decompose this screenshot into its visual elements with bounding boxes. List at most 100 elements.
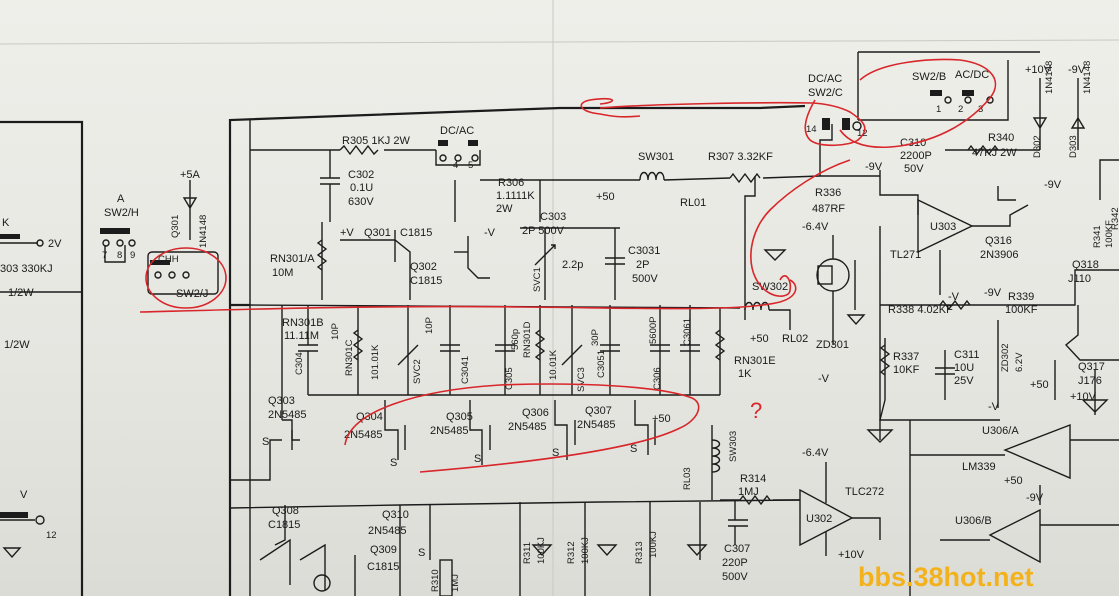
label-q310v: 2N5485 [368, 525, 407, 537]
label-tlc272: TLC272 [845, 486, 884, 498]
component-labels: DC/AC SW2/C SW2/B AC/DC +10V -9V 1 2 3 1… [0, 61, 1119, 592]
label-m64v-a: -6.4V [802, 221, 829, 233]
label-rl01: RL01 [680, 197, 706, 209]
label-sw2c: SW2/C [808, 87, 843, 99]
label-m9v-d: -9V [1026, 492, 1044, 504]
label-r307: R307 3.32KF [708, 151, 773, 163]
label-c305: C305 [504, 367, 515, 390]
label-sw2b: SW2/B [912, 71, 946, 83]
label-q304v: 2N5485 [344, 429, 383, 441]
label-m9v-c: -9V [984, 287, 1002, 299]
label-q303: Q303 [268, 395, 295, 407]
label-q306v: 2N5485 [508, 421, 547, 433]
label-rl02: RL02 [782, 333, 808, 345]
label-c3061: C3061 [682, 318, 693, 346]
label-sw302: SW302 [752, 281, 788, 293]
label-p50c: +50 [652, 413, 671, 425]
label-u306b: U306/B [955, 515, 992, 527]
label-r336: R336 [815, 187, 841, 199]
label-plus5a: +5A [180, 169, 201, 181]
label-r336v: 487RF [812, 203, 845, 215]
label-rn301ev: 1K [738, 368, 752, 380]
label-r310: R310 [430, 569, 441, 592]
label-d2: 1N4148 [1082, 61, 1093, 94]
label-r314: R314 [740, 473, 766, 485]
label-p50d: +50 [1004, 475, 1023, 487]
label-r339: R339 [1008, 291, 1034, 303]
label-u302: U302 [806, 513, 832, 525]
label-d303: D303 [1068, 135, 1079, 158]
red-annotations: ? [139, 58, 997, 473]
label-j110: J110 [1068, 273, 1091, 285]
label-m9v-small: -V [988, 401, 1000, 413]
label-c307w: 500V [722, 571, 748, 583]
label-sw303: SW303 [728, 431, 739, 462]
label-r340v: 47KJ 2W [972, 147, 1017, 159]
label-q303v: 2N5485 [268, 409, 307, 421]
label-tl271: TL271 [890, 249, 921, 261]
label-c311: C311 [954, 349, 979, 361]
label-s4: S [552, 447, 559, 459]
label-zd302: ZD302 [1000, 343, 1011, 372]
label-rn301a: RN301/A [270, 253, 315, 265]
label-q308v: C1815 [268, 519, 300, 531]
label-c30p: 30P [590, 329, 601, 346]
label-r340: R340 [988, 132, 1014, 144]
label-mv-b: -V [818, 373, 830, 385]
label-p50b: +50 [750, 333, 769, 345]
label-dcac-mid: DC/AC [440, 125, 474, 137]
label-m9v-a: -9V [865, 161, 883, 173]
label-rl03: RL03 [682, 467, 693, 490]
label-c311w: 25V [954, 375, 974, 387]
label-q318: Q318 [1072, 259, 1099, 271]
label-half-w: 1/2W [8, 287, 34, 299]
label-q302: Q302 [410, 261, 437, 273]
label-v-bot: V [20, 489, 28, 501]
label-r341v: 100KF [1104, 220, 1115, 248]
label-m64v-b: -6.4V [802, 447, 829, 459]
ground-symbols [2, 249, 1109, 559]
label-r342: R342 [1110, 207, 1119, 230]
label-zd301: ZD301 [816, 339, 849, 351]
label-m9v-b: -9V [1044, 179, 1062, 191]
label-s6: S [418, 547, 425, 559]
label-n3: 3 [978, 104, 983, 115]
label-s5: S [630, 443, 637, 455]
label-c3031v: 2P [636, 259, 649, 271]
label-q306: Q306 [522, 407, 549, 419]
label-svc2: SVC2 [412, 359, 423, 384]
label-rn301d: RN301D [522, 321, 533, 358]
label-m9v-top: -9V [1068, 64, 1086, 76]
label-u306a: U306/A [982, 425, 1019, 437]
label-u303: U303 [930, 221, 956, 233]
label-c302: C302 [348, 169, 374, 181]
label-c3031w: 500V [632, 273, 658, 285]
label-c3041: C3041 [460, 356, 471, 384]
label-acdc: AC/DC [955, 69, 989, 81]
label-sw2j: SW2/J [176, 288, 208, 300]
label-r337: R337 [893, 351, 919, 363]
label-q309v: C1815 [367, 561, 399, 573]
label-r305: R305 1KJ 2W [342, 135, 410, 147]
label-pv: +V [340, 227, 354, 239]
label-rn301cv: 101.01K [370, 344, 381, 380]
label-half-w2: 1/2W [4, 339, 30, 351]
question-mark: ? [750, 398, 762, 423]
circle-sw2j [145, 247, 227, 309]
label-k: K [2, 217, 10, 229]
label-r313: R313 [634, 541, 645, 564]
label-c303: C303 [540, 211, 566, 223]
label-r306w: 2W [496, 203, 513, 215]
label-q307v: 2N5485 [577, 419, 616, 431]
label-lm339: LM339 [962, 461, 996, 473]
label-c1815a: C1815 [400, 227, 432, 239]
circuit-wires [0, 51, 1119, 596]
label-r313v: 100KJ [648, 531, 659, 558]
label-p50a: +50 [596, 191, 615, 203]
label-r303: 303 330KJ [0, 263, 53, 275]
label-d302: D302 [1032, 135, 1043, 158]
label-r306v: 1.1111K [496, 190, 535, 202]
label-q307: Q307 [585, 405, 612, 417]
label-r306: R306 [498, 177, 524, 189]
label-c306v: 5600P [648, 317, 659, 344]
